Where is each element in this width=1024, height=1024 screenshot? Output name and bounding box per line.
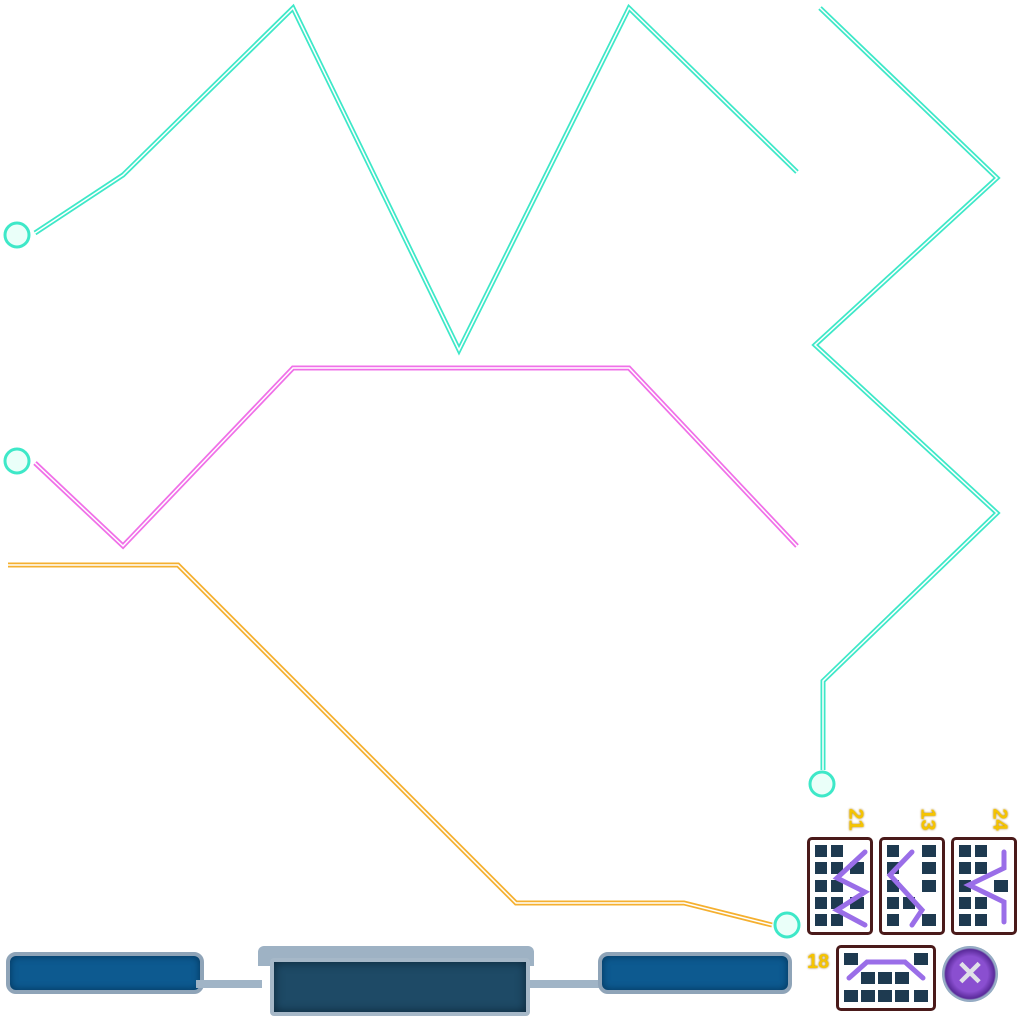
payline-number: 13 <box>916 808 939 831</box>
payline-start-dot <box>3 447 31 475</box>
payline-start-dot <box>808 770 836 798</box>
payline-card-21[interactable]: 21 <box>807 808 873 935</box>
left-display-panel <box>6 952 204 994</box>
payline-start-dot <box>773 911 801 939</box>
center-display-panel <box>270 958 530 1016</box>
right-display-panel <box>598 952 792 994</box>
payline-number: 24 <box>988 808 1011 831</box>
payline-number: 18 <box>807 951 830 973</box>
close-icon: ✕ <box>955 955 985 993</box>
payline-card-13[interactable]: 13 <box>879 808 945 935</box>
payline-number: 21 <box>844 808 867 831</box>
payline-start-dot <box>3 221 31 249</box>
connector <box>530 980 600 988</box>
connector <box>196 980 262 988</box>
payline-orange <box>8 562 773 928</box>
close-button[interactable]: ✕ <box>942 946 998 1002</box>
payline-cyan-b <box>811 6 1001 770</box>
payline-cyan-a <box>33 3 799 356</box>
payline-card-24[interactable]: 24 <box>951 808 1017 935</box>
payline-card-18[interactable]: 18 <box>807 945 936 1011</box>
